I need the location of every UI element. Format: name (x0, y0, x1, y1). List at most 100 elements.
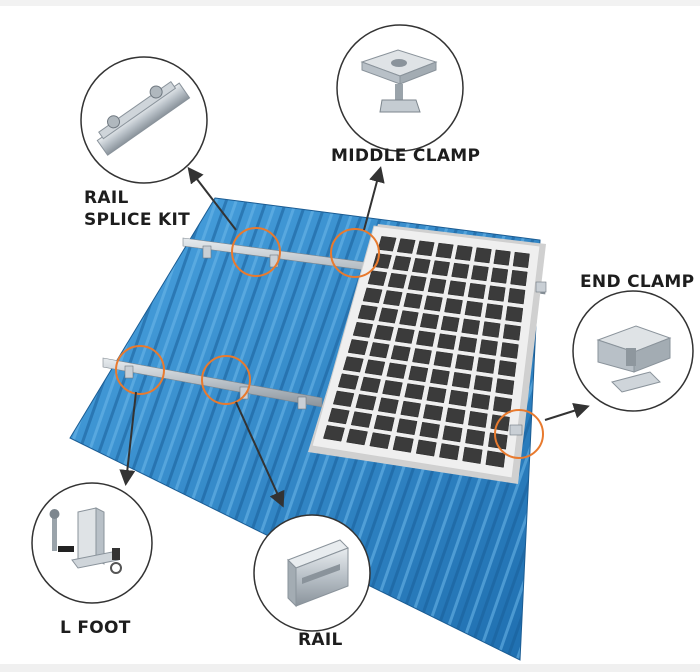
panel-cell (387, 272, 407, 289)
highlight-circles (115, 227, 544, 459)
roof-ridge (538, 198, 540, 660)
panel-cell (461, 318, 480, 335)
roof-ridge (0, 190, 20, 672)
panel-cell (479, 339, 498, 356)
panel-cell (451, 372, 472, 389)
panel-cell (420, 313, 440, 330)
panel-cell (500, 342, 519, 359)
panel-cell (485, 450, 506, 468)
panel-cell (430, 368, 450, 386)
panel-cell (423, 404, 444, 421)
panel-cell (367, 270, 388, 286)
panel-cell (386, 362, 407, 379)
panel-cell (352, 321, 373, 338)
panel-cell (442, 425, 463, 443)
panel-cell (510, 269, 528, 287)
panel-cell (396, 238, 416, 254)
roof-ridge (560, 190, 700, 672)
panel-cell (454, 245, 473, 261)
roof-ridge (570, 190, 700, 672)
panel-cell (440, 315, 460, 332)
panel-cell (423, 295, 443, 312)
callout-arrows (119, 166, 590, 508)
panel-cell (458, 336, 478, 353)
roof-ridge (488, 198, 540, 660)
highlight-l-foot (115, 345, 165, 395)
roof-ridge (630, 190, 700, 672)
panel-cell (471, 265, 489, 282)
panel-cell (378, 397, 399, 414)
panel-cell (482, 321, 501, 338)
panel-cell (451, 262, 470, 279)
panel-cell (473, 375, 493, 392)
inset-end-clamp (572, 290, 694, 412)
top-border (0, 0, 700, 6)
inset-l-foot (31, 482, 153, 604)
panel-cell (487, 285, 506, 302)
label-rail-splice-kit-line2: SPLICE KIT (84, 210, 190, 230)
panel-cell (372, 253, 392, 269)
panel-cell (350, 411, 373, 428)
roof-ridge (468, 198, 540, 660)
panel-cell (355, 394, 377, 411)
panel-cell (416, 240, 435, 257)
panel-cell (383, 290, 403, 306)
panel-cell (455, 354, 475, 371)
roof-ridge (70, 198, 202, 660)
inset-rail (253, 514, 371, 632)
panel-cell (447, 280, 467, 297)
roof-ridge (70, 198, 82, 660)
highlight-middle-clamp (330, 228, 380, 278)
panel-cell (465, 428, 486, 446)
inset-rail-splice-kit (80, 56, 208, 184)
panel-cell (415, 439, 437, 457)
panel-cell (390, 345, 411, 362)
panel-cell (444, 298, 463, 315)
panel-cell (431, 260, 450, 277)
panel-cell (357, 304, 378, 321)
roof-ridge (620, 190, 700, 672)
panel-cell (360, 376, 381, 394)
panel-cell (476, 357, 496, 374)
panel-cell (395, 327, 415, 344)
end-clamp-markers (509, 281, 547, 436)
panel-cell (427, 277, 447, 294)
panel-cell (416, 330, 436, 347)
panel-cell (373, 414, 395, 432)
panel-cell (373, 324, 394, 341)
panel-cell (448, 389, 469, 407)
roof-ridge (0, 190, 40, 672)
panel-cell (346, 428, 368, 446)
panel-cell (404, 383, 425, 400)
panel-cell (323, 425, 345, 442)
bottom-border (0, 664, 700, 672)
panel-cell (490, 414, 510, 432)
panel-cell (435, 242, 454, 259)
panel-cell (347, 339, 369, 356)
roof-ridge (0, 190, 60, 672)
panel-cell (433, 351, 453, 368)
roof-ridge (600, 190, 700, 672)
highlight-rail (201, 355, 251, 405)
panel-cell (392, 255, 412, 272)
panel-cell (419, 421, 440, 439)
panel-cell (412, 258, 431, 274)
label-end-clamp: END CLAMP (580, 272, 695, 292)
panel-cell (426, 386, 447, 404)
inset-middle-clamp (336, 24, 464, 152)
panel-cell (338, 373, 359, 390)
highlight-rail-splice (231, 227, 281, 277)
panel-cell (328, 407, 350, 425)
roof-ridge (0, 190, 10, 672)
panel-cell (462, 446, 483, 464)
label-middle-clamp: MIDDLE CLAMP (331, 146, 481, 166)
panel-cell (399, 310, 419, 327)
panel-cell (333, 390, 355, 407)
label-l-foot: L FOOT (60, 618, 131, 638)
roof-ridge (580, 190, 700, 672)
roof-ridge (0, 190, 30, 672)
panel-cell (378, 307, 399, 324)
panel-cell (408, 365, 429, 383)
solar-panel (308, 224, 546, 484)
